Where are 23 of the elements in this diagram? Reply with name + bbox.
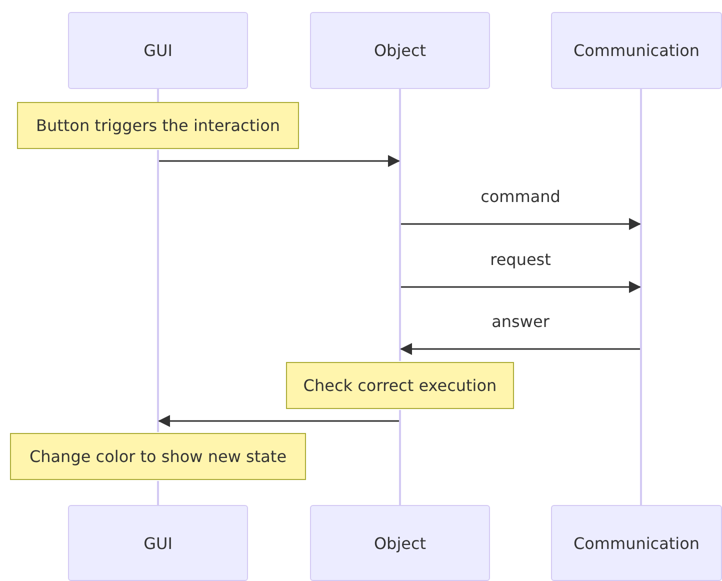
- lifeline: [399, 410, 401, 505]
- participant-box: GUI: [68, 505, 248, 581]
- note-box: Change color to show new state: [10, 433, 306, 480]
- lifeline: [399, 89, 401, 361]
- participant-box: Communication: [551, 505, 722, 581]
- note-box: Button triggers the interaction: [17, 102, 299, 149]
- participant-box: Communication: [551, 12, 722, 89]
- lifeline: [157, 89, 159, 102]
- message-arrow: [401, 281, 641, 293]
- message-arrow: [159, 155, 400, 167]
- edge-label: request: [490, 250, 551, 269]
- participant-box: GUI: [68, 12, 248, 89]
- edge-label: command: [480, 187, 560, 206]
- participant-box: Object: [310, 12, 490, 89]
- edge-label: answer: [492, 312, 550, 331]
- note-box: Check correct execution: [286, 362, 514, 409]
- message-arrow: [400, 343, 640, 355]
- lifeline: [157, 481, 159, 505]
- participant-box: Object: [310, 505, 490, 581]
- lifeline: [157, 150, 159, 432]
- lifeline: [640, 89, 642, 505]
- message-arrow: [401, 218, 641, 230]
- message-arrow: [158, 415, 399, 427]
